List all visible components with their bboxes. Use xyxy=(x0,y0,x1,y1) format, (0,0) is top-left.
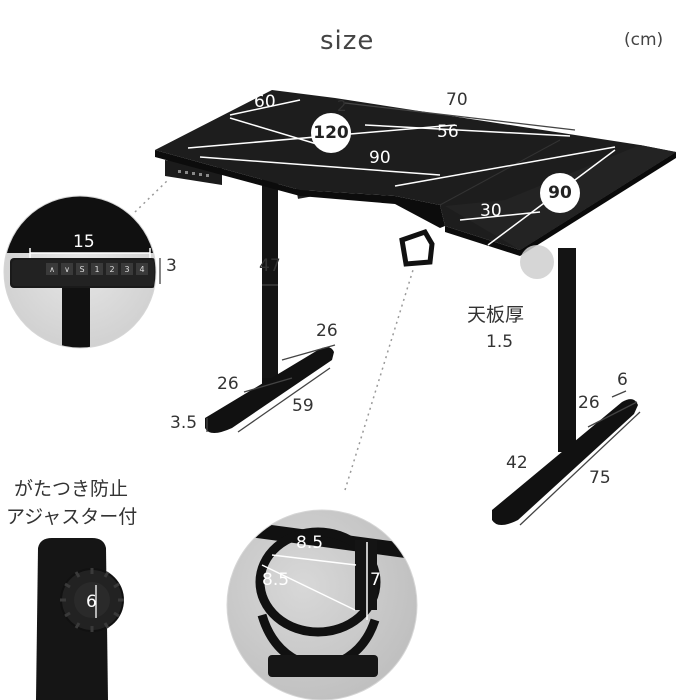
right-foot xyxy=(492,399,638,525)
dim-foot-b: 26 xyxy=(217,374,239,394)
cup-holder-leader-line xyxy=(344,269,414,491)
caster-size: 6 xyxy=(86,592,97,612)
caster-label-line1: がたつき防止 xyxy=(14,478,129,500)
dim-return-depth: 60 xyxy=(254,92,276,112)
controller-width: 15 xyxy=(73,232,95,252)
controller-preset-4-button: 4 xyxy=(136,263,148,275)
thickness-label: 天板厚 xyxy=(467,304,525,326)
dim-foot-a: 26 xyxy=(316,321,338,341)
dim-return-inner: 56 xyxy=(437,122,459,142)
cup-holder-small xyxy=(399,228,435,267)
dim-side-length-badge: 90 xyxy=(540,173,580,213)
controller-preset-1-button: 1 xyxy=(91,263,103,275)
controller-leader-line xyxy=(134,179,169,213)
dim-foot-length: 59 xyxy=(292,396,314,416)
dim-diagonal-badge: 120 xyxy=(311,113,351,153)
dim-right-foot-height: 42 xyxy=(506,453,528,473)
dim-total-width: 70 xyxy=(446,90,468,110)
dim-right-foot-small: 6 xyxy=(617,370,628,390)
caster-label-line2: アジャスター付 xyxy=(6,506,138,528)
controller-height: 3 xyxy=(166,256,177,276)
cup-holder-zoom xyxy=(227,510,417,700)
cup-height: 7 xyxy=(370,570,381,590)
dim-right-foot-length: 75 xyxy=(589,468,611,488)
controller-preset-2-button: 2 xyxy=(106,263,118,275)
controller-down-button: ∨ xyxy=(61,263,73,275)
thickness-value: 1.5 xyxy=(486,332,514,352)
page-title: size xyxy=(320,26,375,56)
controller-save-button: S xyxy=(76,263,88,275)
thickness-marker xyxy=(520,245,554,279)
controller-up-button: ∧ xyxy=(46,263,58,275)
cup-diameter-top: 8.5 xyxy=(296,533,324,553)
controller-button-row: ∧ ∨ S 1 2 3 4 xyxy=(46,263,148,275)
right-leg-column xyxy=(558,248,576,448)
left-leg-column xyxy=(262,178,278,378)
dim-gap: 2 xyxy=(337,97,347,115)
dim-main-depth: 30 xyxy=(480,201,502,221)
dim-column: 47 xyxy=(259,256,281,276)
dim-right-foot-top: 26 xyxy=(578,393,600,413)
dim-main-width: 90 xyxy=(369,148,391,168)
dim-foot-height: 3.5 xyxy=(170,413,198,433)
caster-adjuster xyxy=(36,538,124,700)
controller-preset-3-button: 3 xyxy=(121,263,133,275)
cup-diameter-mid: 8.5 xyxy=(262,570,290,590)
unit-label: (cm) xyxy=(624,30,664,50)
